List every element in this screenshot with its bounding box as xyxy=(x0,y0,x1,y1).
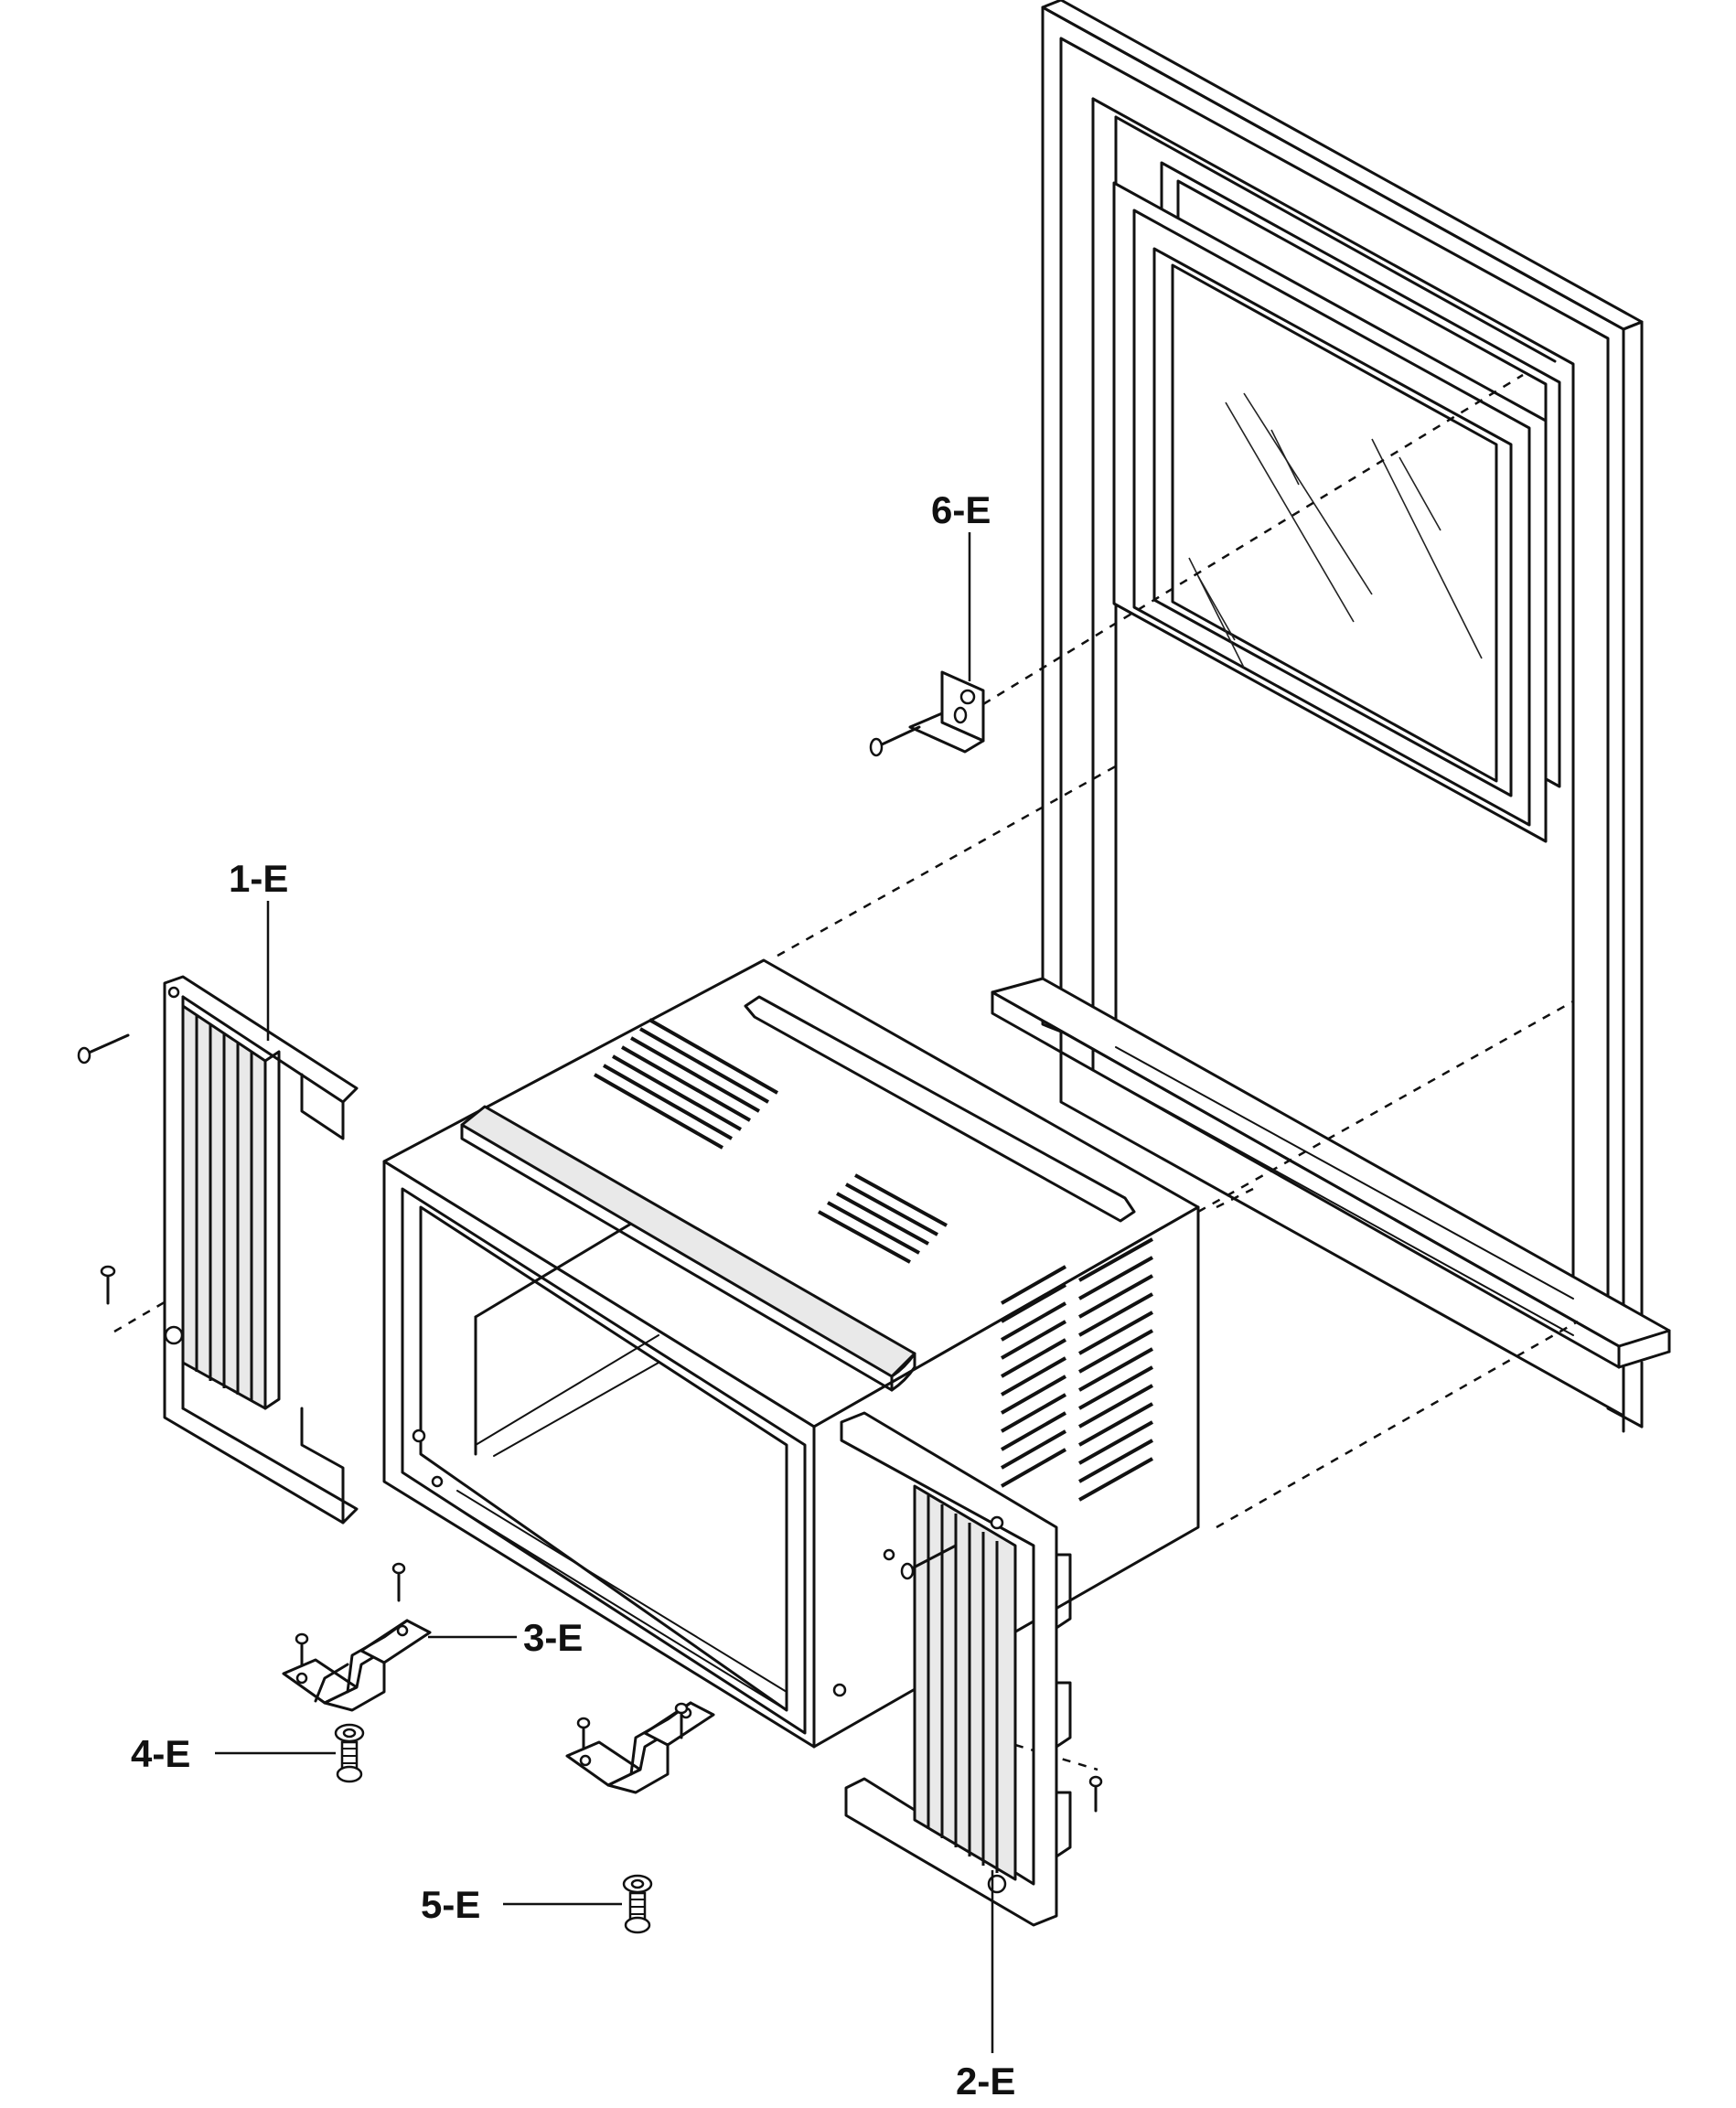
callout-2e: 2-E xyxy=(956,2060,1015,2103)
support-bracket-icon xyxy=(282,1619,432,1712)
callout-3e: 3-E xyxy=(523,1616,583,1659)
screw-icon xyxy=(77,1033,130,1065)
support-bracket-icon xyxy=(565,1701,715,1794)
window-frame-icon xyxy=(991,0,1671,1433)
screw-icon xyxy=(576,1717,591,1750)
bolt-icon xyxy=(334,1723,365,1783)
leader-lines xyxy=(215,532,994,2053)
side-panel-icon xyxy=(163,975,359,1525)
screw-icon xyxy=(391,1562,406,1602)
angle-bracket-icon xyxy=(869,670,985,757)
bolt-icon xyxy=(622,1874,653,1934)
screw-icon xyxy=(1088,1775,1103,1813)
callout-6e: 6-E xyxy=(931,488,991,531)
side-panel-icon xyxy=(840,1411,1072,1927)
screw-icon xyxy=(100,1265,116,1305)
callout-4e: 4-E xyxy=(131,1732,190,1775)
screw-icon xyxy=(674,1702,689,1739)
screw-icon xyxy=(295,1632,309,1666)
screw-icon xyxy=(869,725,921,757)
screw-icon xyxy=(900,1544,958,1580)
callout-5e: 5-E xyxy=(421,1883,480,1926)
callout-1e: 1-E xyxy=(229,857,288,900)
ac-cabinet-icon xyxy=(382,958,1200,1749)
